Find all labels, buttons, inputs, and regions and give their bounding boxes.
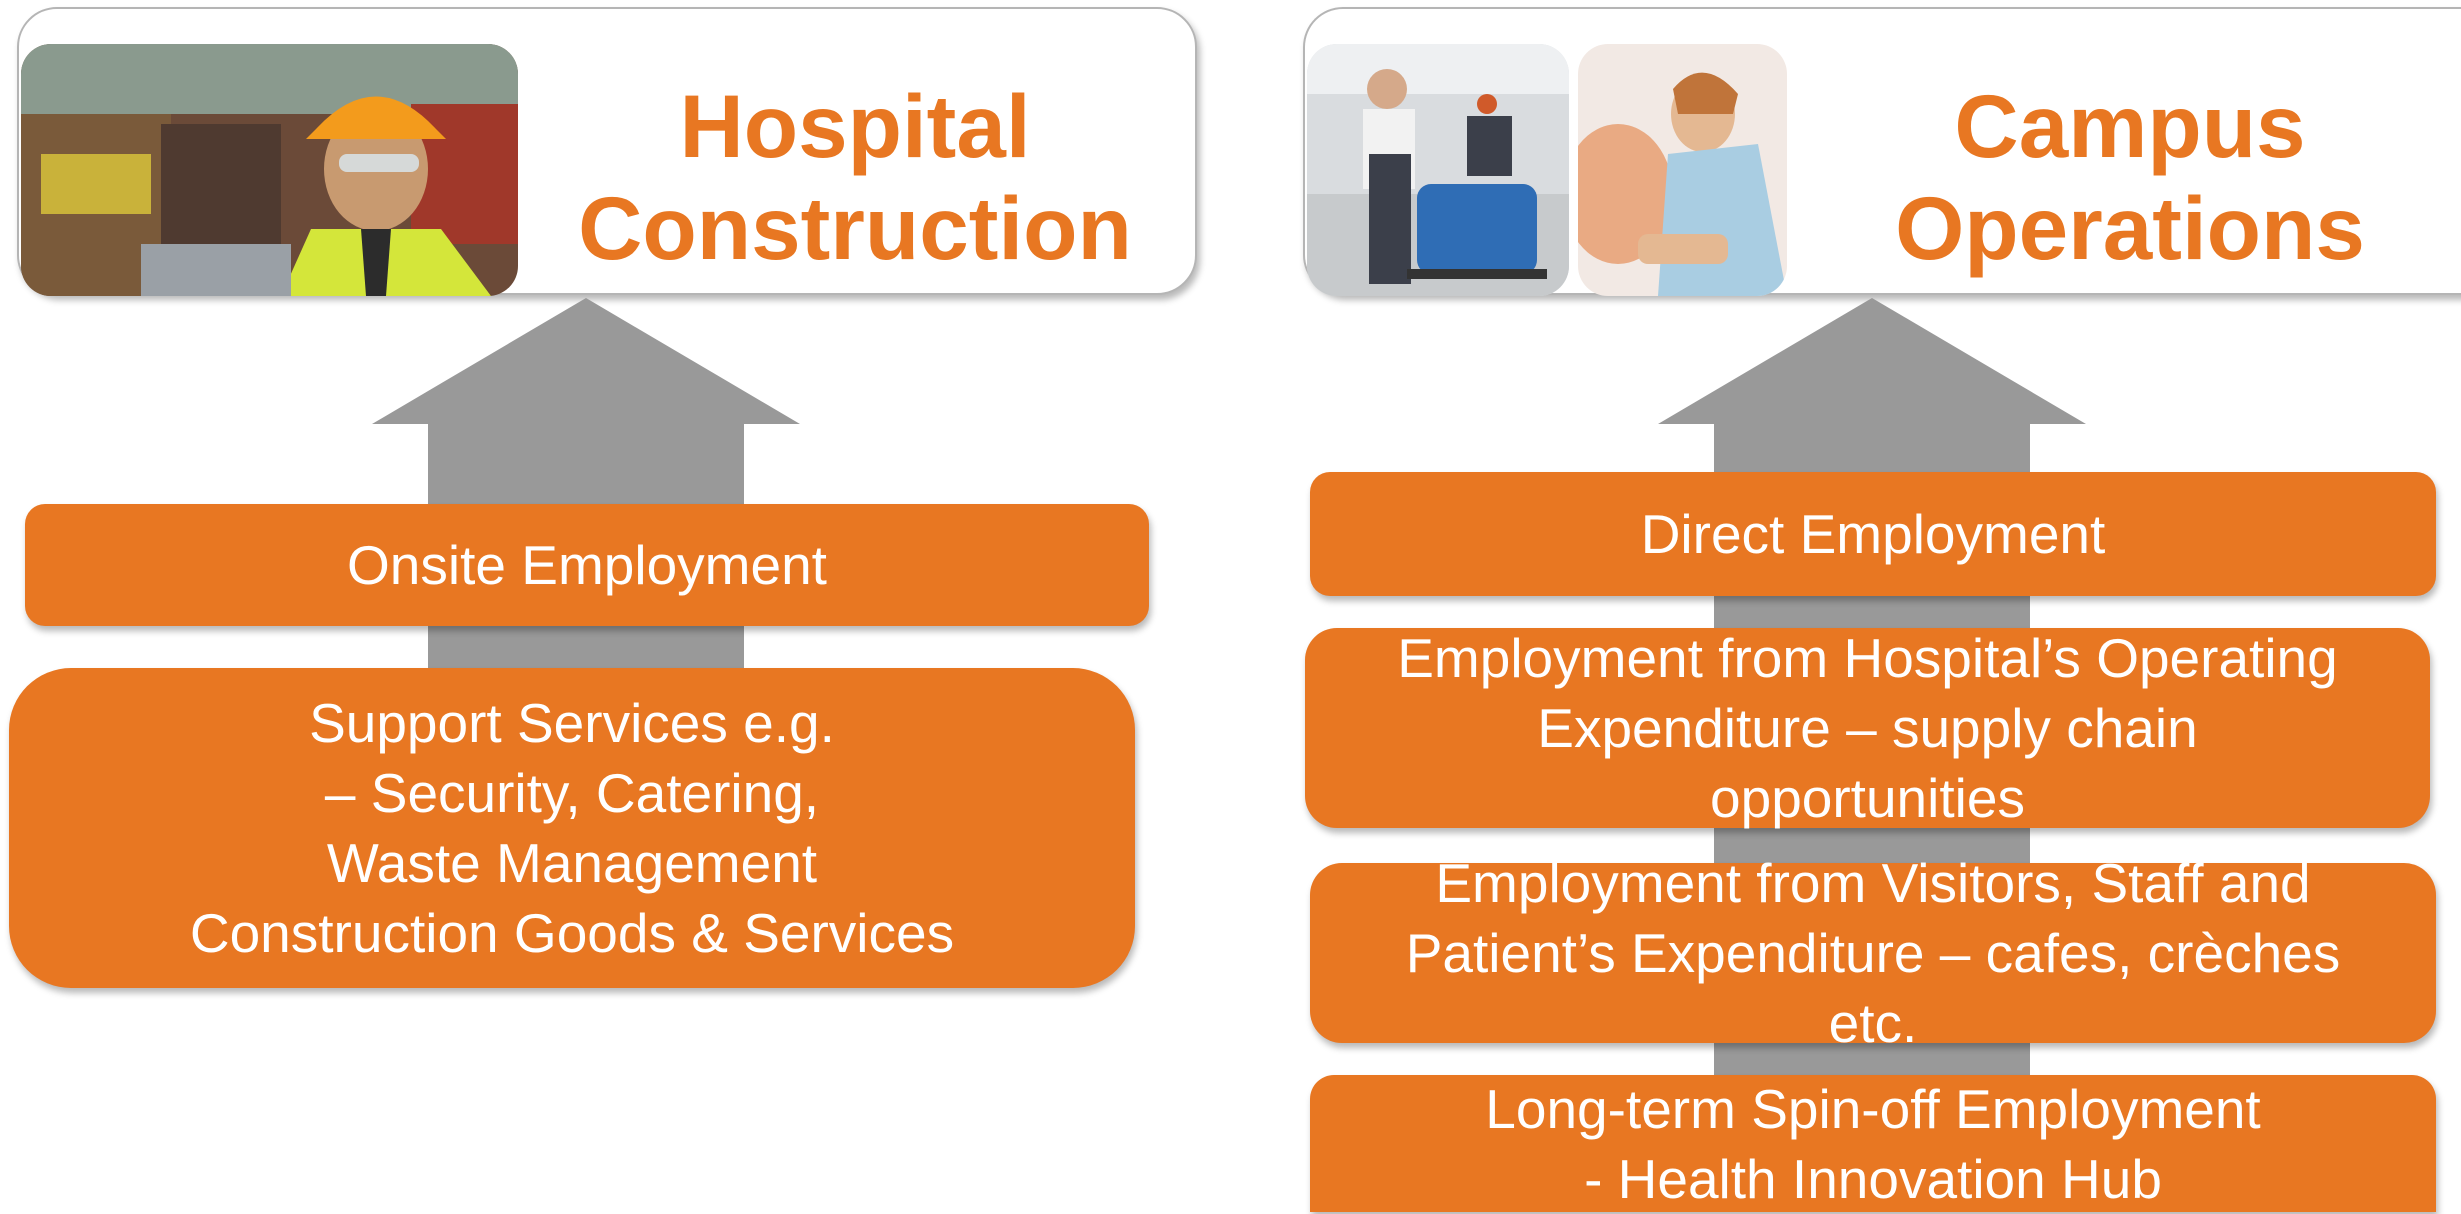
cleaning-staff-photo	[1307, 44, 1569, 296]
operating-expenditure-label: Employment from Hospital’s Operating Exp…	[1397, 627, 2338, 829]
nurse-photo	[1578, 44, 1787, 296]
spin-off-employment-label: Long-term Spin-off Employment - Health I…	[1485, 1077, 2261, 1210]
operating-expenditure-box: Employment from Hospital’s Operating Exp…	[1305, 627, 2430, 829]
spin-off-employment-box: Long-term Spin-off Employment - Health I…	[1310, 1075, 2436, 1212]
direct-employment-label: Direct Employment	[1640, 503, 2106, 565]
support-services-box: Support Services e.g. – Security, Cateri…	[9, 668, 1135, 988]
support-services-label: Support Services e.g. – Security, Cateri…	[189, 692, 955, 964]
visitor-expenditure-box: Employment from Visitors, Staff and Pati…	[1310, 852, 2436, 1054]
campus-operations-title: Campus Operations	[1895, 76, 2365, 278]
onsite-employment-label: Onsite Employment	[347, 534, 827, 596]
visitor-expenditure-label: Employment from Visitors, Staff and Pati…	[1405, 852, 2341, 1054]
onsite-employment-box: Onsite Employment	[25, 504, 1149, 626]
hospital-construction-title: Hospital Construction	[578, 76, 1132, 278]
direct-employment-box: Direct Employment	[1310, 472, 2436, 596]
construction-worker-photo	[21, 44, 518, 296]
